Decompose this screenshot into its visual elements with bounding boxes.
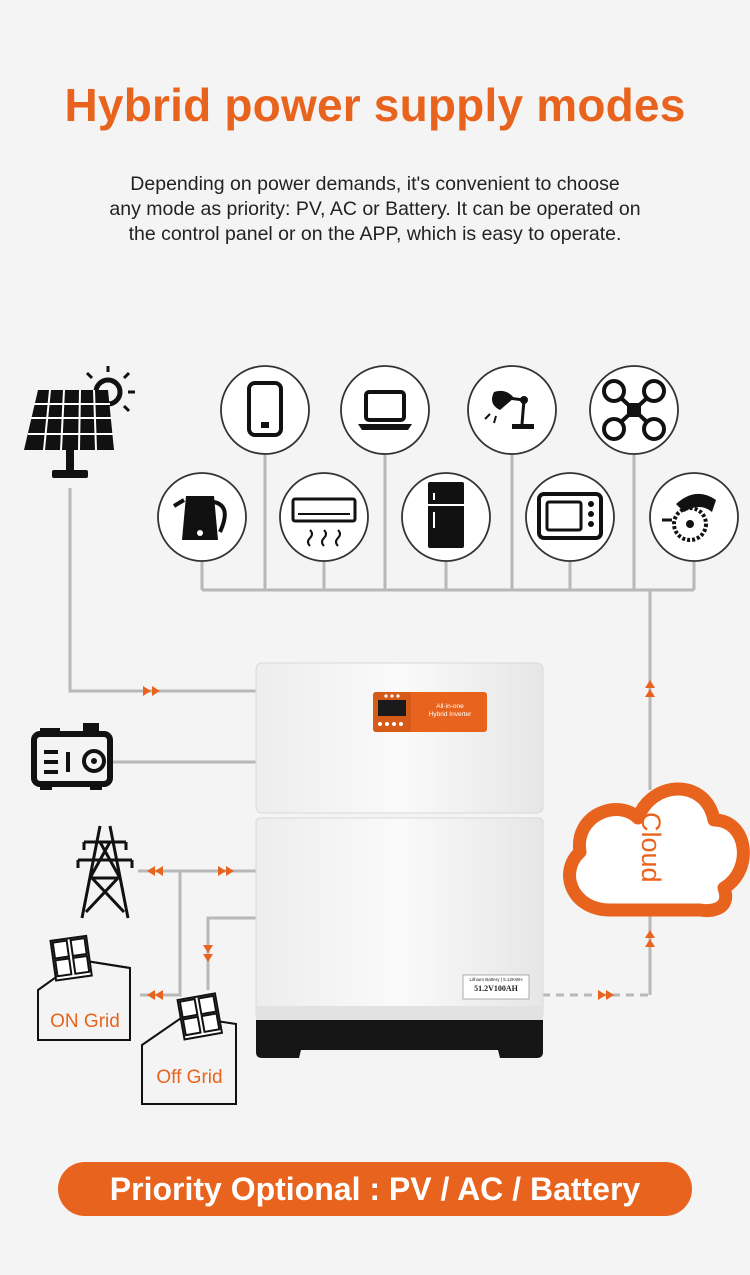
battery-label-line-2: 51.2V100AH	[474, 984, 518, 993]
description: Depending on power demands, it's conveni…	[60, 172, 690, 247]
drone-icon	[589, 365, 679, 455]
off-grid-house-icon	[141, 992, 237, 1105]
phone-icon	[220, 365, 310, 455]
description-line-3: the control panel or on the APP, which i…	[128, 223, 622, 245]
kettle-icon	[157, 472, 247, 562]
cloud-label: Cloud	[636, 812, 666, 883]
off-grid-label: Off Grid	[156, 1067, 223, 1088]
generator-icon	[31, 723, 113, 790]
refrigerator-icon	[401, 472, 491, 562]
transmission-tower-icon	[76, 825, 134, 919]
microwave-icon	[525, 472, 615, 562]
battery-label: Lithium Battery | 5.12KWH 51.2V100AH	[463, 977, 529, 995]
inverter-battery-unit	[255, 662, 544, 1058]
on-grid-house-icon	[37, 934, 131, 1041]
solar-panel-icon	[24, 366, 135, 478]
inverter-panel-line-2: Hybrid Inverter	[428, 711, 472, 718]
on-grid-label: ON Grid	[50, 1011, 120, 1032]
inverter-panel-label: All-in-one Hybrid Inverter	[414, 703, 486, 719]
description-line-1: Depending on power demands, it's conveni…	[130, 173, 620, 195]
cloud-icon	[563, 782, 750, 918]
circular-saw-icon	[649, 472, 739, 562]
inverter-panel-line-1: All-in-one	[436, 703, 464, 710]
air-conditioner-icon	[279, 472, 369, 562]
priority-banner: Priority Optional : PV / AC / Battery	[58, 1162, 692, 1216]
laptop-icon	[340, 365, 430, 455]
battery-label-line-1: Lithium Battery | 5.12KWH	[469, 977, 523, 982]
desk-lamp-icon	[467, 365, 557, 455]
flow-arrows	[143, 680, 655, 1000]
description-line-2: any mode as priority: PV, AC or Battery.…	[109, 198, 641, 220]
page-title: Hybrid power supply modes	[64, 79, 686, 131]
